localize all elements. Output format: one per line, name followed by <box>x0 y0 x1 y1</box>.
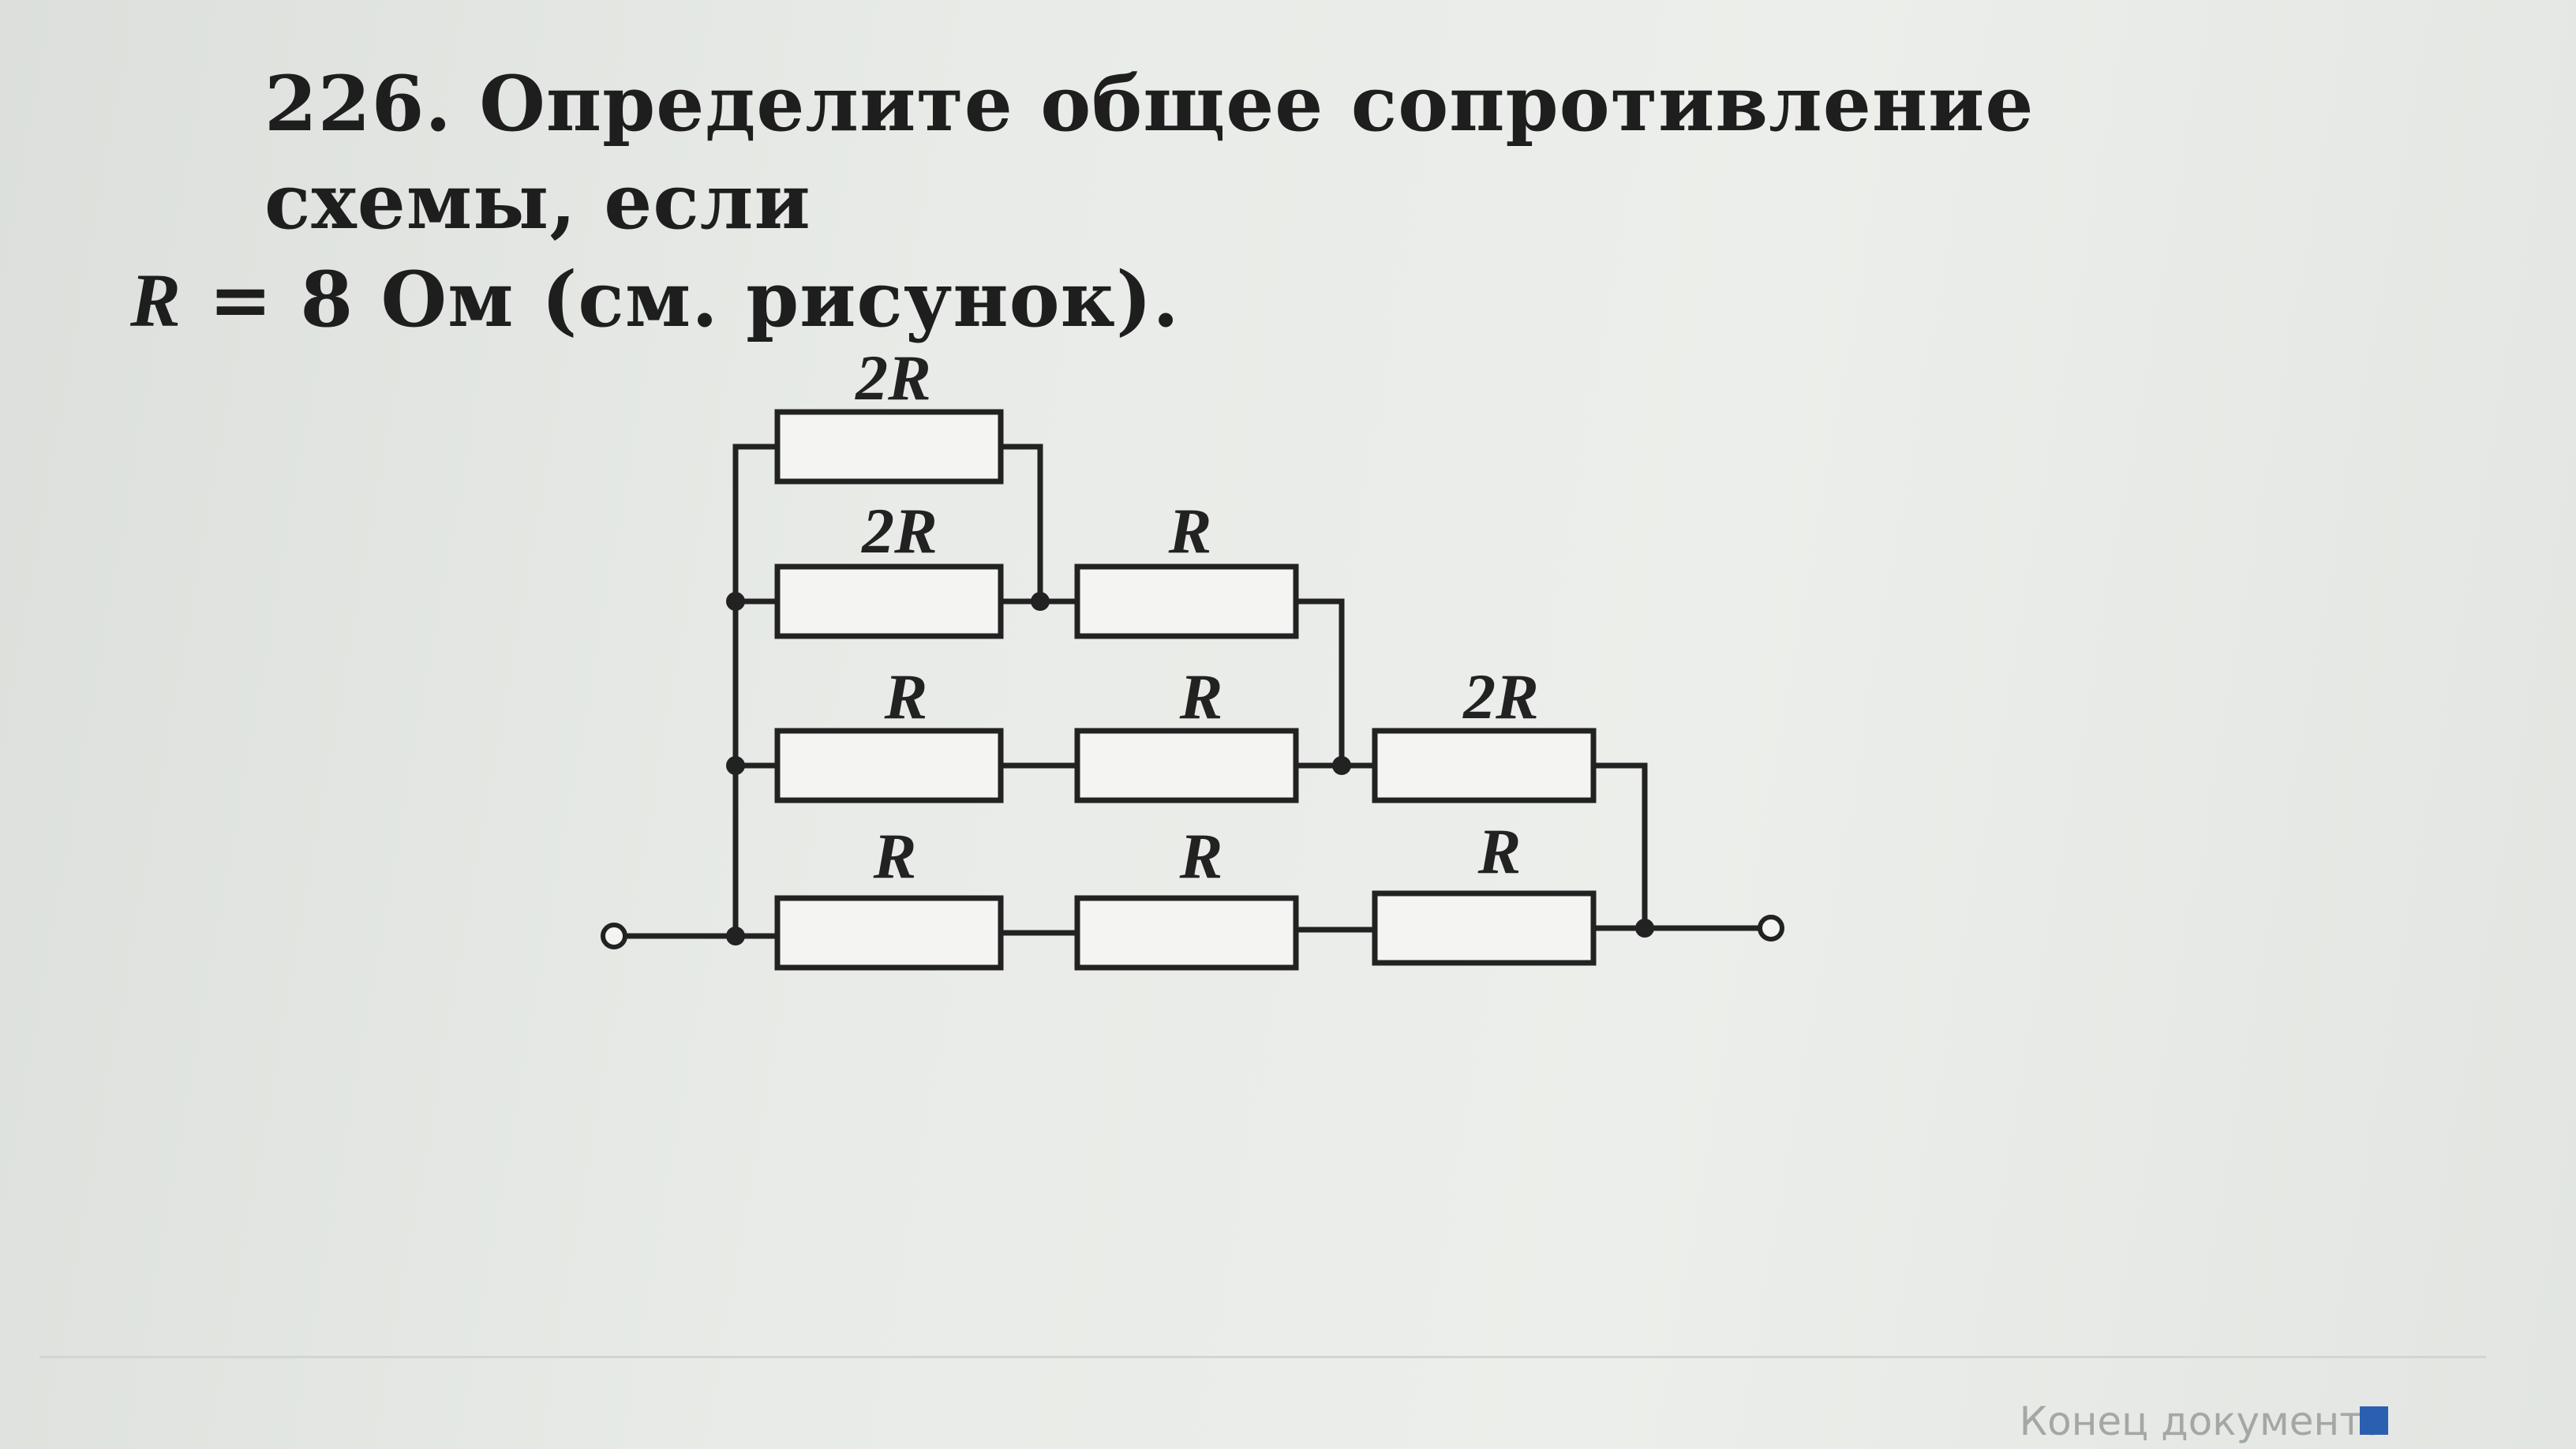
wire-row2-right <box>1293 598 1345 769</box>
junction-node <box>1031 592 1050 611</box>
input-terminal <box>601 923 627 949</box>
label-r-row3-a: R <box>884 661 928 732</box>
junction-node <box>726 927 745 945</box>
resistor-r-row4-b <box>1074 895 1299 971</box>
wire-row3-right <box>1590 762 1648 931</box>
resistor-r-row3-b <box>1074 728 1299 803</box>
end-of-document-label: Конец документа <box>2019 1398 2387 1444</box>
resistor-2r-second <box>774 564 1004 639</box>
label-r-row2: R <box>1168 495 1212 567</box>
label-r-row4-b: R <box>1179 820 1223 892</box>
label-2r-top: 2R <box>855 342 931 414</box>
junction-node <box>1332 756 1351 775</box>
output-terminal <box>1758 915 1784 942</box>
left-bus-wire <box>732 444 781 939</box>
footer-divider <box>39 1356 2486 1358</box>
label-2r-row3: 2R <box>1462 661 1539 732</box>
resistance-variable: R <box>130 258 182 343</box>
junction-node <box>1635 919 1654 938</box>
label-r-row4-a: R <box>873 820 917 892</box>
junction-node <box>726 756 745 775</box>
wire-top-right <box>998 444 1043 605</box>
problem-line-2: R = 8 Ом (см. рисунок). <box>130 251 2340 350</box>
resistor-r-row4-a <box>774 895 1004 971</box>
label-r-row4-c: R <box>1477 815 1522 887</box>
label-2r-second: 2R <box>861 495 938 567</box>
resistor-2r-row3 <box>1372 728 1597 803</box>
resistor-r-row2 <box>1074 564 1299 639</box>
resistor-r-row3-a <box>774 728 1004 803</box>
resistor-2r-top <box>774 409 1004 485</box>
end-of-document-marker-icon <box>2360 1406 2388 1435</box>
resistor-r-row4-c <box>1372 890 1597 966</box>
problem-line-2-rest: = 8 Ом (см. рисунок). <box>182 255 1180 344</box>
label-r-row3-b: R <box>1179 661 1223 732</box>
problem-line-1: 226. Определите общее сопротивление схем… <box>264 59 2035 246</box>
junction-node <box>726 592 745 611</box>
problem-text: 226. Определите общее сопротивление схем… <box>130 55 2340 350</box>
